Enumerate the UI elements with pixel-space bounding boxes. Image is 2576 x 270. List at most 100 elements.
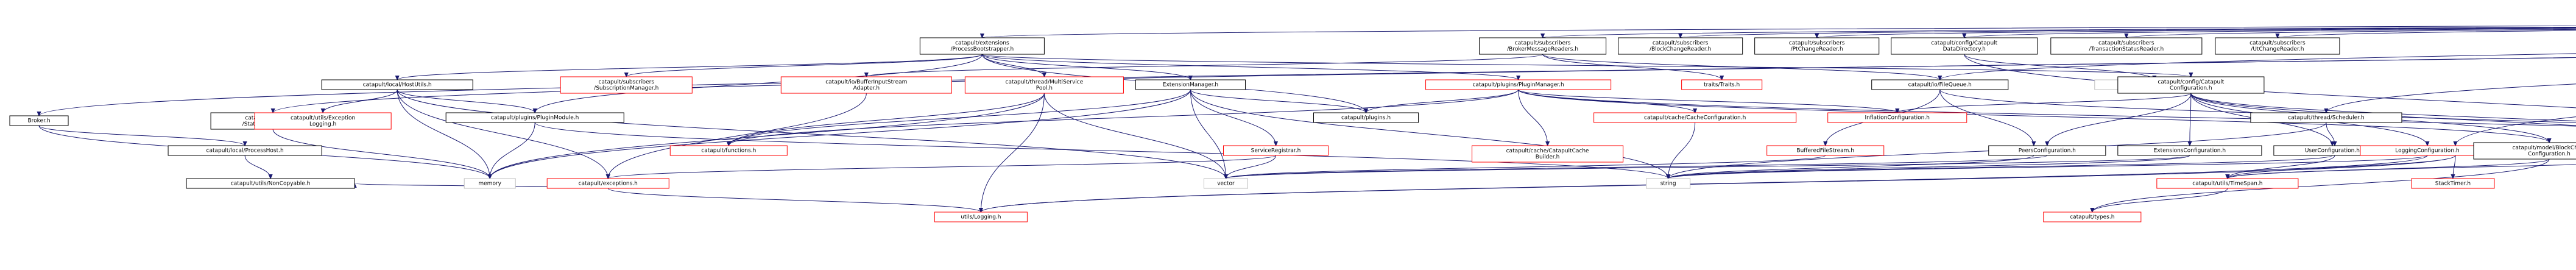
node-box — [1135, 79, 1246, 90]
node-label: Adapter.h — [853, 85, 880, 91]
edge-ext-config-to-vector — [1226, 155, 2190, 179]
node-pt-change[interactable]: catapult/subscribers/PtChangeReader.h — [1754, 37, 1880, 55]
node-label: string — [1660, 181, 1676, 187]
node-local-host[interactable]: catapult/local/HostUtils.h — [321, 79, 473, 90]
edge-data-dir-to-boost-fs — [1964, 54, 2154, 80]
edge-node-config-to-timespan — [2228, 164, 2576, 179]
node-scheduler[interactable]: catapult/thread/Scheduler.h — [2250, 112, 2402, 123]
edge-timespan-to-types — [2092, 188, 2228, 212]
node-broker-h[interactable]: Broker.h — [9, 115, 69, 126]
node-noncopy[interactable]: catapult/utils/NonCopyable.h — [186, 178, 355, 189]
node-box — [1593, 112, 1797, 123]
edge-broker-cpp-to-file-queue — [1940, 53, 2576, 80]
node-box — [2117, 76, 2265, 94]
node-label: ExtensionsConfiguration.h — [2154, 148, 2226, 154]
node-ut-change[interactable]: catapult/subscribers/UtChangeReader.h — [2215, 37, 2340, 55]
node-block-change[interactable]: catapult/subscribers/BlockChangeReader.h — [1618, 37, 1743, 55]
node-box — [546, 178, 669, 189]
node-buffered-fs[interactable]: BufferedFileStream.h — [1766, 145, 1885, 156]
node-box — [1479, 37, 1607, 55]
edge-task-to-timespan — [2228, 155, 2335, 179]
node-box — [964, 76, 1124, 94]
node-box — [1203, 178, 1248, 189]
node-exceptions[interactable]: catapult/exceptions.h — [546, 178, 669, 189]
node-plugin-mgr[interactable]: catapult/plugins/PluginManager.h — [1425, 79, 1612, 90]
edge-broker-h-to-local-proc — [38, 125, 245, 146]
node-ext-config[interactable]: ExtensionsConfiguration.h — [2117, 145, 2262, 156]
node-inflation[interactable]: InflationConfiguration.h — [1827, 112, 1967, 123]
node-label: /PtChangeReader.h — [1791, 46, 1843, 52]
node-box — [445, 112, 624, 123]
node-logging[interactable]: utils/Logging.h — [934, 211, 1028, 222]
node-service-reg[interactable]: ServiceRegistrar.h — [1223, 145, 1329, 156]
edge-multi-pool-to-logging — [981, 93, 1045, 212]
edge-plugin-mgr-to-cache-builder — [1518, 89, 1548, 146]
node-label: /BlockChangeReader.h — [1650, 46, 1711, 52]
node-label: ServiceRegistrar.h — [1251, 148, 1301, 154]
edge-user-config-to-string — [1668, 155, 2333, 179]
node-label: /BrokerMessageReaders.h — [1507, 46, 1578, 52]
node-box — [1618, 37, 1743, 55]
node-timespan[interactable]: catapult/utils/TimeSpan.h — [2156, 178, 2299, 189]
edge-ext-bootstrap-to-ext-manager — [981, 54, 1190, 80]
edge-service-reg-to-exceptions — [608, 155, 1276, 179]
node-label: utils/Logging.h — [961, 215, 1001, 221]
node-box — [168, 145, 322, 156]
edge-ext-bootstrap-to-cat-config — [981, 54, 2190, 77]
node-functions[interactable]: catapult/functions.h — [669, 145, 788, 156]
node-ext-bootstrap[interactable]: catapult/extensions/ProcessBootstrapper.… — [919, 37, 1045, 55]
edge-ext-manager-to-functions — [729, 89, 1191, 146]
node-subs-mgr[interactable]: catapult/subscribers/SubscriptionManager… — [560, 76, 693, 94]
node-label: ExtensionManager.h — [1163, 82, 1218, 88]
node-types[interactable]: catapult/types.h — [2043, 211, 2142, 222]
node-plugin-module[interactable]: catapult/plugins/PluginModule.h — [445, 112, 624, 123]
node-box — [1891, 37, 2038, 55]
node-box — [1766, 145, 1885, 156]
edge-cat-config-to-boost-path — [2190, 93, 2576, 121]
node-box — [2050, 37, 2203, 55]
node-label: catapult/config/Catapult — [2158, 79, 2224, 85]
node-label: StackTimer.h — [2435, 181, 2471, 187]
node-tx-status[interactable]: catapult/subscribers/TransactionStatusRe… — [2050, 37, 2203, 55]
node-stacktimer[interactable]: StackTimer.h — [2411, 178, 2495, 189]
node-string: string — [1646, 178, 1691, 189]
node-label: BufferedFileStream.h — [1796, 148, 1854, 154]
node-ext-manager[interactable]: ExtensionManager.h — [1135, 79, 1246, 90]
node-file-queue[interactable]: catapult/io/FileQueue.h — [1871, 79, 2009, 90]
node-box — [2117, 145, 2262, 156]
edge-multi-pool-to-vector — [1043, 93, 1226, 179]
edge-cat-config-to-ext-config — [2190, 93, 2191, 146]
edge-ext-bootstrap-to-plugin-module — [535, 54, 983, 113]
node-label: catapult/functions.h — [701, 148, 756, 154]
node-local-proc[interactable]: catapult/local/ProcessHost.h — [168, 145, 322, 156]
edge-ext-manager-to-vector — [1190, 89, 1226, 179]
node-vector: vector — [1203, 178, 1248, 189]
edge-buffered-fs-to-vector — [1226, 155, 1826, 179]
node-plugins-h[interactable]: catapult/plugins.h — [1313, 112, 1419, 123]
node-traits[interactable]: traits/Traits.h — [1681, 79, 1763, 90]
node-label: /ProcessBootstrapper.h — [951, 46, 1014, 52]
node-cache-config[interactable]: catapult/cache/CacheConfiguration.h — [1593, 112, 1797, 123]
node-box — [1646, 178, 1691, 189]
node-box — [1223, 145, 1329, 156]
edge-local-host-to-exceptions — [397, 89, 608, 179]
node-label: catapult/subscribers — [1515, 40, 1571, 46]
edge-broker-cpp-to-ut-change — [2278, 30, 2576, 38]
node-peers[interactable]: PeersConfiguration.h — [1988, 145, 2106, 156]
node-label: catapult/subscribers — [2250, 40, 2306, 46]
edge-local-host-to-plugin-module — [397, 89, 535, 113]
node-box — [1681, 79, 1763, 90]
node-blockchain-config[interactable]: catapult/model/BlockChainConfiguration.h — [2473, 142, 2576, 160]
node-box — [934, 211, 1028, 222]
edge-stacklogger-to-logging — [981, 155, 2456, 212]
node-box — [2156, 178, 2299, 189]
node-broker-msg[interactable]: catapult/subscribers/BrokerMessageReader… — [1479, 37, 1607, 55]
edge-ext-bootstrap-to-subs-mgr — [626, 54, 983, 77]
